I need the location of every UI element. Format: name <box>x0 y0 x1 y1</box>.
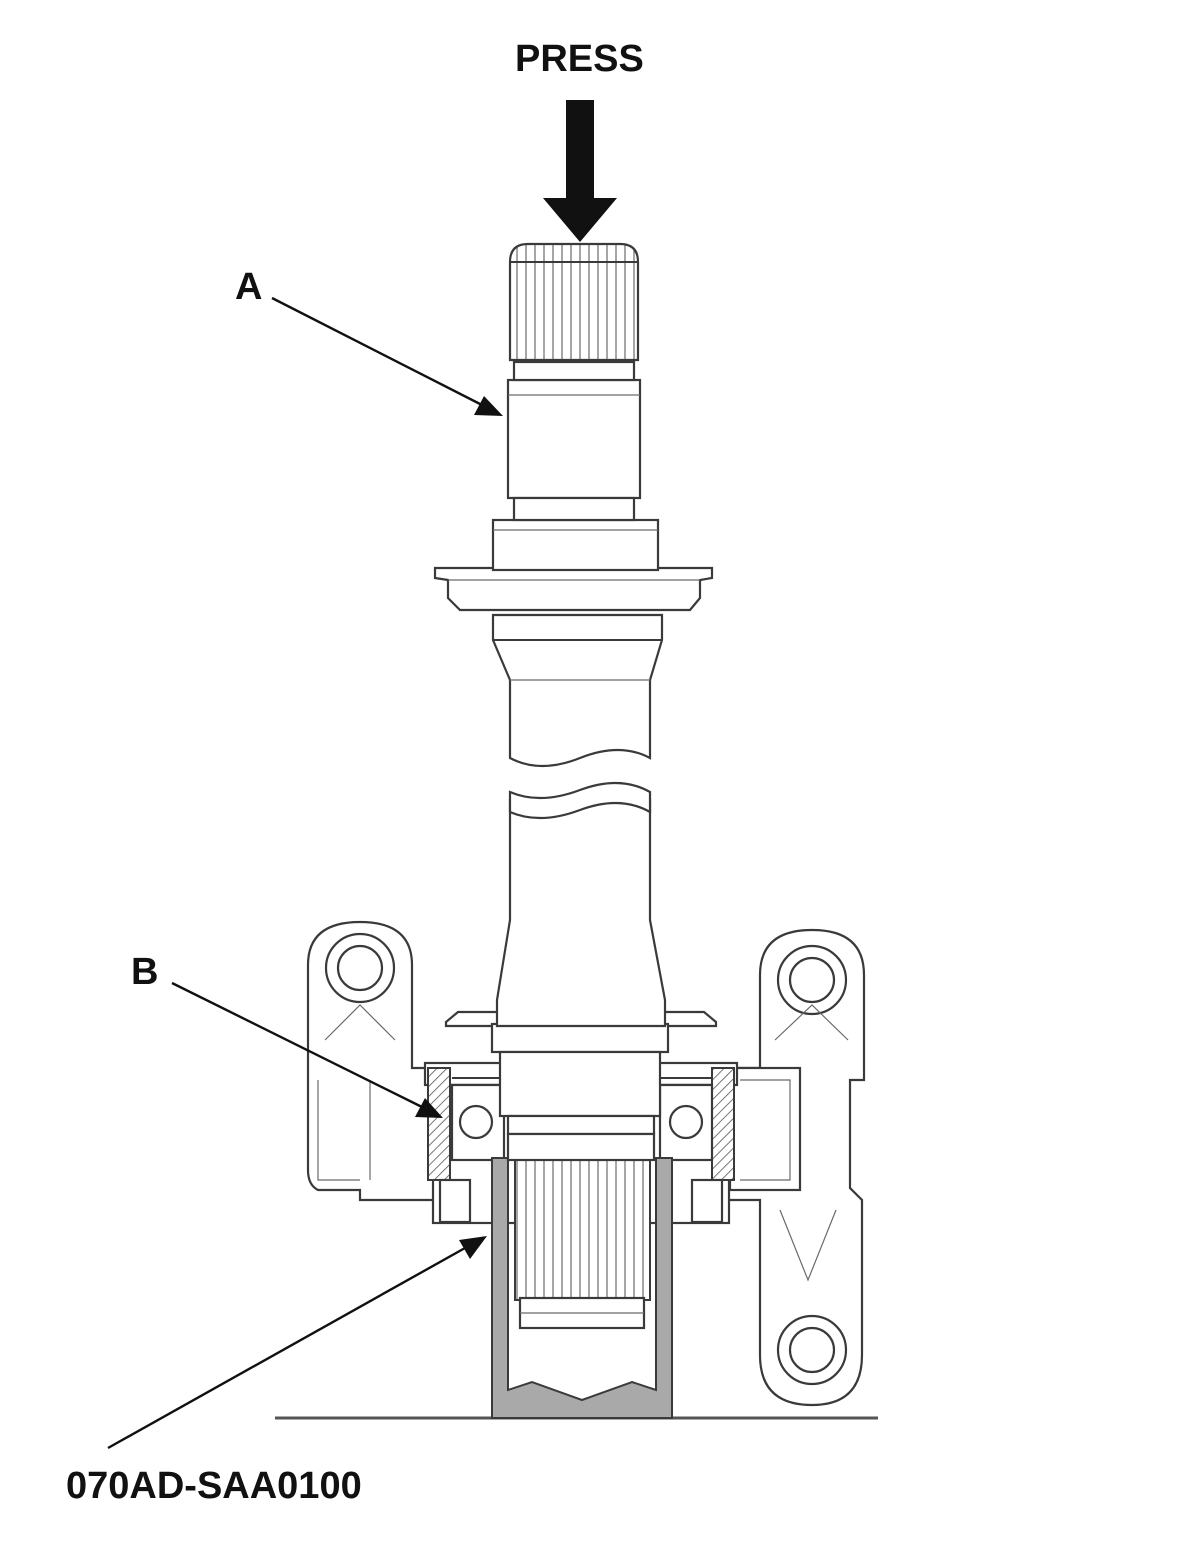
leader-a <box>271 296 503 416</box>
callout-b-label: B <box>131 951 159 993</box>
press-label: PRESS <box>515 38 644 80</box>
press-arrow <box>543 100 617 242</box>
support-tool-070ad <box>491 1157 673 1419</box>
knuckle-right <box>720 928 866 1407</box>
callout-a-label: A <box>235 266 263 308</box>
tool-number-label: 070AD-SAA0100 <box>66 1465 362 1507</box>
knuckle-left <box>306 920 442 1202</box>
driveshaft-a <box>433 242 714 1028</box>
hub-flange <box>444 1010 718 1162</box>
leader-b <box>171 981 443 1118</box>
leader-tool <box>107 1236 487 1450</box>
